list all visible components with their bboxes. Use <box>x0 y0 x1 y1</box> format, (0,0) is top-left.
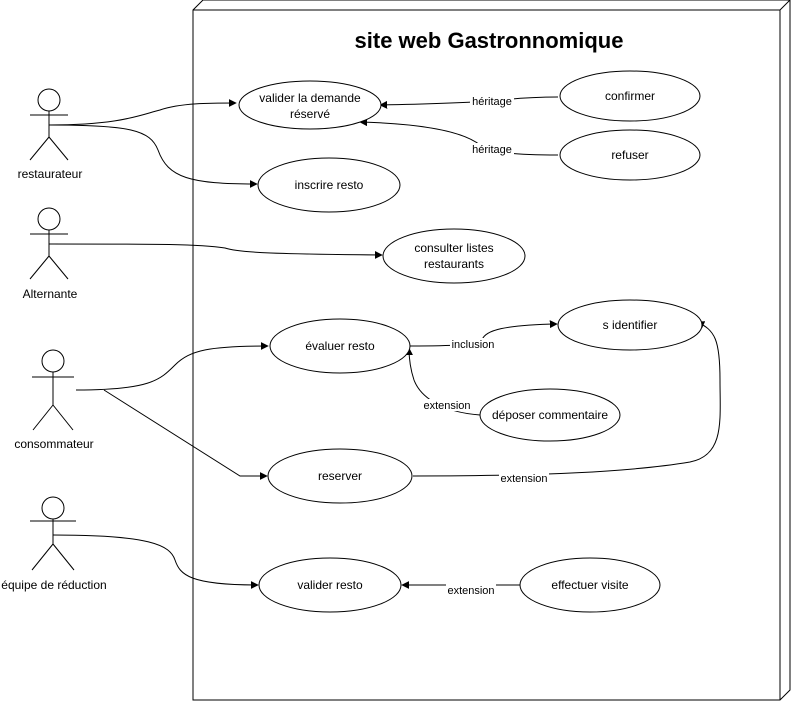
usecase-label: effectuer visite <box>551 578 628 592</box>
usecase-label: évaluer resto <box>305 339 375 353</box>
assoc-consommateur-reserver <box>103 389 268 480</box>
usecase-label: confirmer <box>605 89 655 103</box>
usecase-deposer-commentaire: déposer commentaire <box>479 388 621 442</box>
stick-figure-icon <box>32 349 74 431</box>
usecase-label: reserver <box>318 469 362 483</box>
actor-equipe-reduction: équipe de réduction <box>1 496 107 592</box>
actor-label: restaurateur <box>18 167 83 181</box>
usecase-label: valider resto <box>297 578 363 592</box>
assoc-restaurateur-inscrire <box>48 124 258 188</box>
actor-restaurateur: restaurateur <box>18 88 83 181</box>
actor-consommateur: consommateur <box>14 349 94 451</box>
usecase-valider-demande: valider la demande réservé <box>238 80 382 130</box>
heritage-label: héritage <box>472 144 512 156</box>
assoc-equipe-valider-resto <box>52 534 259 589</box>
extension-label: extension <box>447 585 494 597</box>
usecase-inscrire-resto: inscrire resto <box>257 157 401 213</box>
usecase-label: restaurants <box>424 257 484 271</box>
assoc-alternante-consulter <box>48 243 383 259</box>
stick-figure-icon <box>30 496 76 571</box>
actor-label: consommateur <box>14 437 93 451</box>
usecase-effectuer-visite: effectuer visite <box>519 557 661 613</box>
assoc-restaurateur-valider-demande <box>48 99 237 126</box>
extension-label: extension <box>500 473 547 485</box>
usecase-label: consulter listes <box>414 241 493 255</box>
usecase-label: réservé <box>290 107 330 121</box>
usecase-label: valider la demande <box>259 91 361 105</box>
usecase-valider-resto: valider resto <box>258 557 402 613</box>
usecase-label: refuser <box>611 148 648 162</box>
stick-figure-icon <box>29 207 69 280</box>
usecase-refuser: refuser <box>559 129 701 181</box>
inclusion-label: inclusion <box>452 339 495 351</box>
heritage-label: héritage <box>472 96 512 108</box>
usecase-evaluer-resto: évaluer resto <box>269 318 411 374</box>
extension-label: extension <box>423 400 470 412</box>
actor-label: équipe de réduction <box>1 578 106 592</box>
relation-labels: héritage héritage inclusion extension ex… <box>422 95 549 597</box>
usecase-s-identifier: s identifier <box>557 299 703 351</box>
usecase-label: s identifier <box>603 318 658 332</box>
usecase-consulter-listes: consulter listes restaurants <box>382 228 526 284</box>
usecase-confirmer: confirmer <box>559 70 701 122</box>
actor-alternante: Alternante <box>23 207 78 301</box>
system-title: site web Gastronnomique <box>355 28 624 53</box>
actor-label: Alternante <box>23 287 78 301</box>
usecase-reserver: reserver <box>267 448 413 504</box>
usecase-label: inscrire resto <box>295 178 364 192</box>
assoc-consommateur-evaluer <box>75 342 269 391</box>
usecase-label: déposer commentaire <box>492 408 608 422</box>
stick-figure-icon <box>29 88 69 161</box>
